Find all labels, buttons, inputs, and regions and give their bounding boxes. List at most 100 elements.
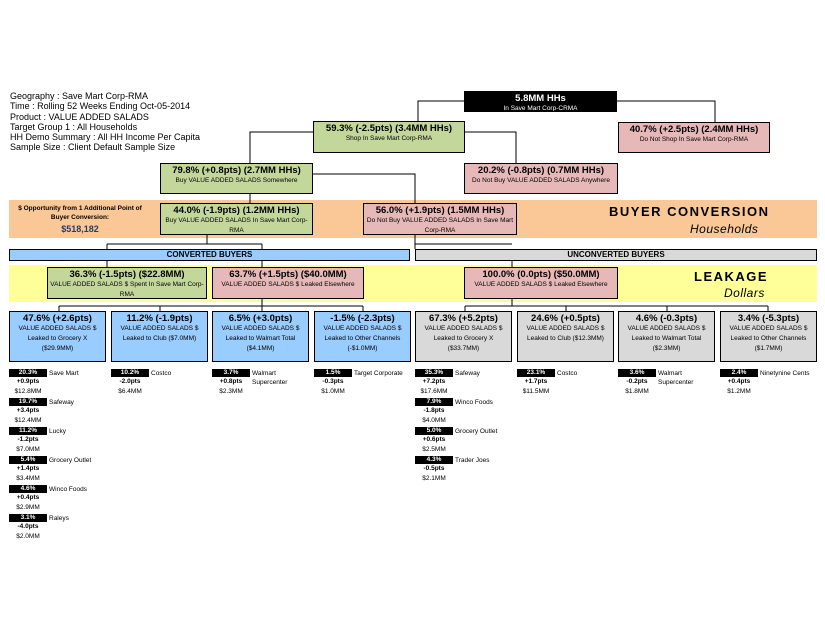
retailer-share: 4.6% [9,485,47,493]
node-shop-headline: 59.3% (-2.5pts) (3.4MM HHs) [325,123,453,134]
leakage-leaf-description: VALUE ADDED SALADS $ Leaked to Walmart T… [221,325,300,352]
retailer-share: 4.3% [415,456,453,464]
retailer-item: 4.6%Winco Foods +0.4pts $2.9MM [9,485,109,513]
meta-sample-size: Sample Size : Client Default Sample Size [10,142,176,153]
retailer-item: 10.2%Costco-2.0pts$6.4MM [111,369,211,397]
retailer-name: Walmart Supercenter [252,370,288,386]
opportunity-label: $ Opportunity from 1 Additional Point of… [18,205,142,221]
retailer-change: +0.4pts [727,378,751,385]
retailer-item: 11.2%Lucky-1.2pts$7.0MM [9,427,109,455]
retailer-name: Winco Foods [455,399,493,406]
retailer-amount: $1.0MM [321,388,345,395]
retailer-amount: $2.3MM [219,388,243,395]
retailer-share: 19.7% [9,398,47,406]
node-no-buy-anywhere-headline: 20.2% (-0.8pts) (0.7MM HHs) [477,165,605,176]
retailer-change: +1.4pts [16,465,40,472]
opportunity-callout: $ Opportunity from 1 Additional Point of… [10,204,150,234]
leakage-leaf: 3.4% (-5.3pts)VALUE ADDED SALADS $ Leake… [720,311,817,362]
retailer-change: +1.7pts [524,378,548,385]
meta-demo-summary: HH Demo Summary : All HH Income Per Capi… [10,132,201,143]
leakage-leaf-headline: 67.3% (+5.2pts) [429,313,498,324]
leakage-leaf-description: VALUE ADDED SALADS $ Leaked to Walmart T… [627,325,706,352]
meta-geography: Geography : Save Mart Corp-RMA [10,91,149,101]
leakage-leaf-headline: 3.4% (-5.3pts) [737,313,800,324]
retailer-change: -0.2pts [626,378,648,385]
retailer-name: Walmart Supercenter [658,370,694,386]
retailer-name: Safeway [455,370,480,377]
retailer-item: 35.3%Safeway+7.2pts$17.6MM [415,369,515,397]
node-unconv-leaked: 100.0% (0.0pts) ($50.0MM)VALUE ADDED SAL… [464,267,618,299]
opportunity-value: $518,182 [61,224,99,234]
retailer-item: 19.7%Safeway+3.4pts$12.4MM [9,398,109,426]
retailer-change: +0.4pts [16,494,40,501]
retailer-item: 2.4%Ninetynine Cents+0.4pts$1.2MM [720,369,820,397]
retailer-amount: $3.4MM [16,475,40,482]
retailer-share: 3.7% [212,369,250,377]
leakage-leaf-headline: 47.6% (+2.6pts) [23,313,92,324]
retailer-amount: $11.5MM [522,388,550,395]
leakage-leaf: 6.5% (+3.0pts)VALUE ADDED SALADS $ Leake… [212,311,309,362]
node-buy-in-store: 44.0% (-1.9pts) (1.2MM HHs)Buy VALUE ADD… [160,203,313,235]
node-total-headline: 5.8MM HHs [515,93,566,104]
retailer-change: +0.9pts [16,378,40,385]
retailer-amount: $2.1MM [422,475,446,482]
retailer-name: Lucky [49,428,66,435]
retailer-amount: $1.8MM [625,388,649,395]
retailer-amount: $12.4MM [14,417,42,424]
leakage-leaf: 67.3% (+5.2pts)VALUE ADDED SALADS $ Leak… [415,311,512,362]
retailer-amount: $7.0MM [16,446,40,453]
retailer-name: Grocery Outlet [49,457,92,464]
retailer-name: Winco Foods [49,486,87,493]
node-buy-in-store-description: Buy VALUE ADDED SALADS In Save Mart Corp… [165,217,308,234]
node-unconv-leaked-description: VALUE ADDED SALADS $ Leaked Elsewhere [474,281,608,288]
retailer-item: 5.4%Grocery Outlet+1.4pts$3.4MM [9,456,109,484]
leakage-leaf-description: VALUE ADDED SALADS $ Leaked to Club ($12… [526,325,605,342]
retailer-change: -1.8pts [423,407,445,414]
retailer-item: 3.7%Walmart Supercenter+0.8pts$2.3MM [212,369,312,397]
retailer-item: 5.0%Grocery Outlet+0.6pts$2.5MM [415,427,515,455]
retailer-amount: $12.8MM [14,388,42,395]
meta-product: Product : VALUE ADDED SALADS [10,111,149,122]
retailer-name: Costco [557,370,578,377]
unconverted-buyers-bar: UNCONVERTED BUYERS [415,249,817,261]
retailer-change: +0.6pts [422,436,446,443]
retailer-name: Target Corporate [354,370,403,377]
retailer-amount: $17.6MM [420,388,448,395]
meta-target-group: Target Group 1 : All Households [10,121,138,132]
leakage-leaf: 47.6% (+2.6pts)VALUE ADDED SALADS $ Leak… [9,311,106,362]
retailer-name: Trader Joes [455,457,490,464]
retailer-item: 20.3%Save Mart+0.9pts$12.8MM [9,369,109,397]
node-no-shop-headline: 40.7% (+2.5pts) (2.4MM HHs) [629,124,759,135]
leakage-title: LEAKAGE [694,269,769,284]
retailer-item: 3.6%Walmart Supercenter-0.2pts$1.8MM [618,369,718,397]
node-unconv-leaked-headline: 100.0% (0.0pts) ($50.0MM) [482,269,600,280]
node-no-buy-in-store: 56.0% (+1.9pts) (1.5MM HHs)Do Not Buy VA… [363,203,517,235]
retailer-name: Ninetynine Cents [760,370,810,377]
node-buy-somewhere-headline: 79.8% (+0.8pts) (2.7MM HHs) [172,165,301,176]
retailer-name: Safeway [49,399,74,406]
node-no-buy-anywhere: 20.2% (-0.8pts) (0.7MM HHs)Do Not Buy VA… [464,163,618,194]
leakage-leaf-headline: 6.5% (+3.0pts) [228,313,293,324]
node-buy-in-store-headline: 44.0% (-1.9pts) (1.2MM HHs) [173,205,300,216]
retailer-item: 3.1%Raleys-4.0pts$2.0MM [9,514,109,542]
retailer-amount: $6.4MM [118,388,142,395]
node-conv-spent: 36.3% (-1.5pts) ($22.8MM)VALUE ADDED SAL… [47,267,207,299]
leakage-leaf: 24.6% (+0.5pts)VALUE ADDED SALADS $ Leak… [517,311,614,362]
meta-time: Time : Rolling 52 Weeks Ending Oct-05-20… [10,101,191,112]
leakage-subtitle: Dollars [724,286,765,300]
retailer-amount: $4.0MM [422,417,446,424]
node-no-buy-in-store-description: Do Not Buy VALUE ADDED SALADS In Save Ma… [366,217,514,234]
retailer-change: -4.0pts [17,523,39,530]
retailer-share: 1.5% [314,369,352,377]
leakage-leaf: -1.5% (-2.3pts)VALUE ADDED SALADS $ Leak… [314,311,411,362]
leakage-leaf: 4.6% (-0.3pts)VALUE ADDED SALADS $ Leake… [618,311,715,362]
retailer-amount: $2.9MM [16,504,40,511]
node-buy-somewhere: 79.8% (+0.8pts) (2.7MM HHs)Buy VALUE ADD… [160,163,313,194]
retailer-share: 35.3% [415,369,453,377]
node-conv-leaked: 63.7% (+1.5pts) ($40.0MM)VALUE ADDED SAL… [212,267,364,299]
node-no-buy-in-store-headline: 56.0% (+1.9pts) (1.5MM HHs) [375,205,505,216]
retailer-share: 2.4% [720,369,758,377]
node-conv-leaked-headline: 63.7% (+1.5pts) ($40.0MM) [229,269,347,280]
node-no-buy-anywhere-description: Do Not Buy VALUE ADDED SALADS Anywhere [472,177,610,184]
